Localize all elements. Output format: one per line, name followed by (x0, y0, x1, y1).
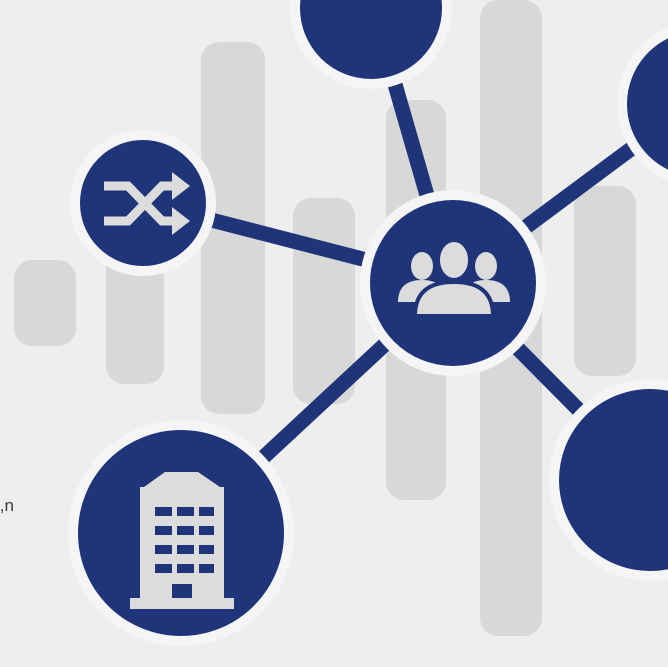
people-group-icon (398, 238, 510, 318)
node-bottom-right (549, 379, 668, 581)
office-building-icon (130, 472, 234, 609)
left-edge-text-fragment: n, (0, 497, 14, 514)
shuffle-icon (104, 172, 190, 235)
bar (574, 186, 636, 376)
node-top (290, 0, 452, 89)
node-top-right (617, 27, 668, 181)
bar (14, 260, 76, 346)
